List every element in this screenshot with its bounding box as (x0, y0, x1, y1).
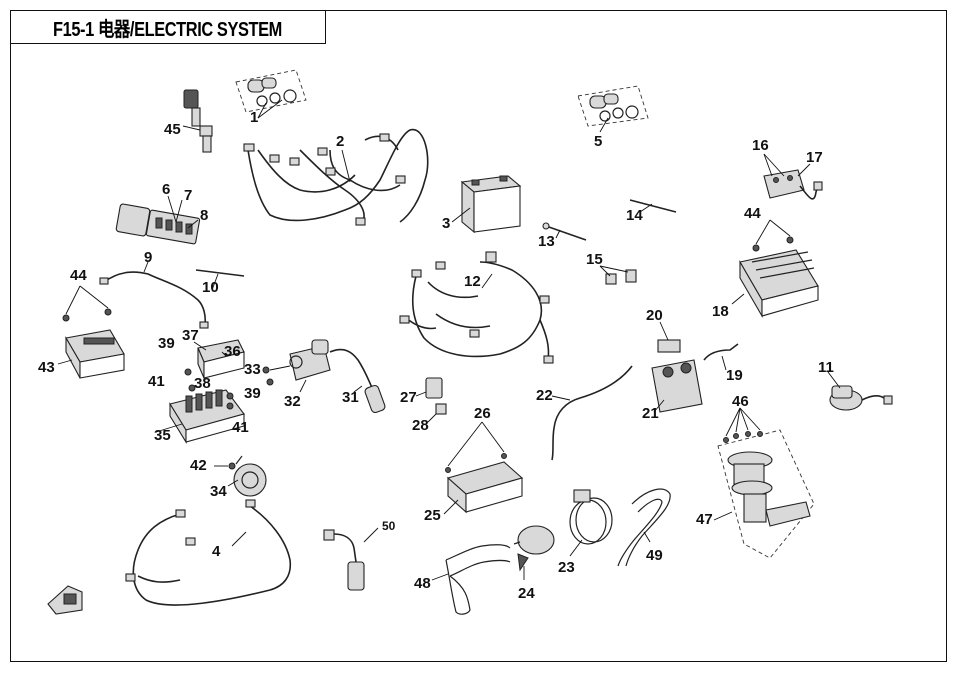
callout-12: 12 (464, 273, 481, 290)
callout-36: 36 (224, 343, 241, 360)
callout-4: 4 (212, 543, 221, 560)
callout-32: 32 (284, 393, 301, 410)
callout-42: 42 (190, 457, 207, 474)
callout-19: 19 (726, 367, 743, 384)
part-32-ignition-coil (262, 339, 386, 414)
callout-41b: 41 (232, 419, 249, 436)
part-34-horn (214, 455, 267, 497)
diagram-title-box: F15-1 电器/ELECTRIC SYSTEM (10, 10, 326, 44)
part-14-cable-tie (629, 199, 677, 213)
callout-39a: 39 (158, 335, 175, 352)
callout-46: 46 (732, 393, 749, 410)
callout-47: 47 (696, 511, 713, 528)
callout-22: 22 (536, 387, 553, 404)
callout-10: 10 (202, 279, 219, 296)
part-18-voltage-regulator (731, 219, 819, 319)
part-15-clips (599, 265, 637, 285)
part-17-sensor (763, 153, 823, 200)
callout-44a: 44 (70, 267, 87, 284)
part-12-harness (399, 251, 554, 364)
part-5-connector-caps (577, 85, 649, 133)
callout-3: 3 (442, 215, 450, 232)
callout-34: 34 (210, 483, 227, 500)
callout-20: 20 (646, 307, 663, 324)
drawing-frame (10, 10, 947, 662)
part-25-ecu (443, 421, 524, 515)
warning-label-icon (47, 585, 83, 615)
callout-14: 14 (626, 207, 643, 224)
callout-9: 9 (144, 249, 152, 266)
part-19-cable (703, 343, 739, 371)
part-45-sensor (182, 89, 213, 153)
part-13-bolt (542, 222, 587, 241)
callout-18: 18 (712, 303, 729, 320)
part-47-fuel-pump (713, 407, 815, 559)
callout-1: 1 (250, 109, 258, 126)
callout-21: 21 (642, 405, 659, 422)
callout-31: 31 (342, 389, 359, 406)
part-49-hose (617, 488, 671, 567)
callout-27: 27 (400, 389, 417, 406)
part-24-fuel-filter (513, 525, 555, 580)
part-4-harness (125, 499, 292, 606)
callout-44b: 44 (744, 205, 761, 222)
callout-41a: 41 (148, 373, 165, 390)
callout-39b: 39 (244, 385, 261, 402)
part-21-starter-relay (651, 321, 703, 413)
part-10-cable-tie (195, 269, 245, 291)
callout-48: 48 (414, 575, 431, 592)
part-9-small-harness (99, 261, 209, 329)
callout-37: 37 (182, 327, 199, 344)
callout-45: 45 (164, 121, 181, 138)
part-23-clamp (569, 489, 613, 557)
callout-23: 23 (558, 559, 575, 576)
callout-25: 25 (424, 507, 441, 524)
part-43-relay-module (57, 285, 125, 379)
callout-7: 7 (184, 187, 192, 204)
callout-2: 2 (336, 133, 344, 150)
part-6-8-switch-block (115, 195, 201, 245)
callout-50: 50 (382, 519, 396, 533)
callout-33: 33 (244, 361, 261, 378)
callout-13: 13 (538, 233, 555, 250)
callout-43: 43 (38, 359, 55, 376)
part-2-main-harness (243, 128, 429, 226)
callout-24: 24 (518, 585, 535, 602)
callout-15: 15 (586, 251, 603, 268)
part-50-connector-cable (323, 527, 379, 591)
callout-11: 11 (818, 359, 834, 376)
diagram-title: F15-1 电器/ELECTRIC SYSTEM (53, 18, 282, 41)
part-1-connector-caps (235, 69, 307, 119)
callout-49: 49 (646, 547, 663, 564)
callout-28: 28 (412, 417, 429, 434)
callout-8: 8 (200, 207, 208, 224)
callout-17: 17 (806, 149, 823, 166)
callout-16: 16 (752, 137, 769, 154)
callout-5: 5 (594, 133, 602, 150)
callout-35: 35 (154, 427, 171, 444)
callout-26: 26 (474, 405, 491, 422)
part-22-cable (551, 365, 633, 461)
part-27-relay (415, 377, 447, 423)
part-48-hose (431, 544, 511, 615)
callout-38: 38 (194, 375, 211, 392)
part-35-fuse-box (155, 339, 245, 444)
part-3-battery (451, 175, 522, 234)
part-11-sensor (827, 371, 893, 411)
callout-6: 6 (162, 181, 170, 198)
